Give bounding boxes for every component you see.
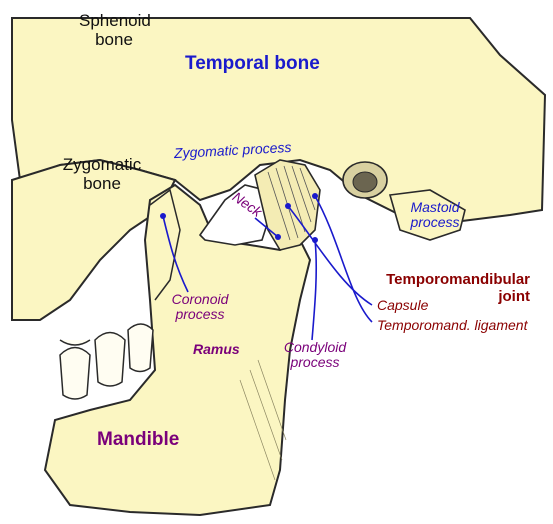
label-zygomatic-bone: Zygomatic bone [62,155,142,193]
leader-lines [162,195,373,341]
label-ramus: Ramus [193,341,240,357]
leader-dots [160,193,318,243]
label-temporal-bone: Temporal bone [185,53,320,74]
leader-condyloid [311,239,318,341]
leader-ligament [314,195,373,323]
teeth [59,323,154,400]
ligament-hatching [267,165,316,241]
zygomatic-bone-shape [11,158,177,321]
label-mandible: Mandible [97,429,180,450]
label-condyloid-process: Condyloid process [283,339,347,371]
ramus-shading [239,359,287,481]
leader-coronoid [162,215,189,293]
coronoid-shape [149,188,181,301]
label-temporomand-ligament: Temporomand. ligament [377,317,528,333]
mastoid-shape [388,189,466,241]
label-sphenoid-bone: Sphenoid bone [79,11,151,49]
label-mastoid-process: Mastoid process [410,199,460,231]
label-coronoid-process: Coronoid process [171,291,229,323]
leader-neck [254,217,279,238]
mandible-shape [43,183,312,517]
leader-capsule [287,205,373,306]
label-capsule: Capsule [377,297,429,313]
label-temporomandibular-joint: Temporomandibular joint [386,271,530,305]
